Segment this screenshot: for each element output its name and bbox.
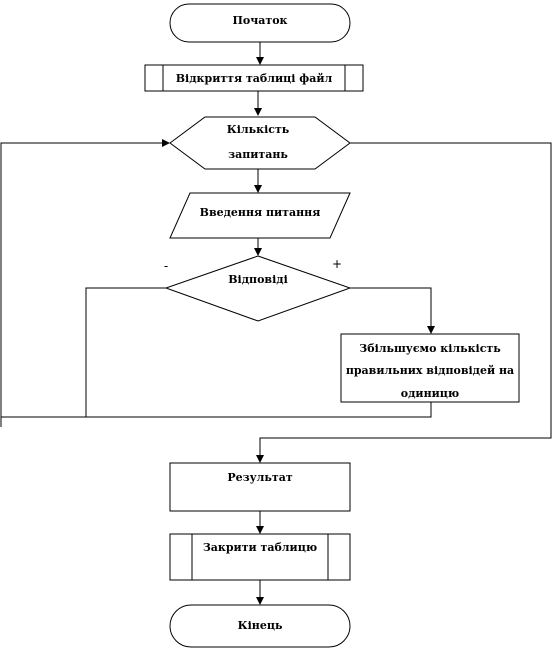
close-table-label: Закрити таблицю: [203, 541, 317, 554]
input-question-label: Введення питання: [200, 206, 321, 219]
answers-decision-node: Відповіді: [164, 255, 352, 322]
increase-correct-line2: правильних відповідей на: [346, 364, 514, 377]
increase-correct-line3: одиницю: [401, 387, 459, 400]
connector-no-branch: [85, 287, 166, 417]
increase-correct-node: Збільшуємо кількість правильних відповід…: [340, 333, 520, 403]
open-table-node: Відкриття таблиці файл: [144, 64, 364, 92]
result-node: Результат: [169, 462, 351, 512]
connector-yes-branch: [350, 287, 435, 334]
branch-no-label: -: [164, 259, 168, 273]
connector-yes-merge: [1, 402, 432, 418]
result-label: Результат: [227, 471, 292, 484]
connector-loop-exit: [256, 142, 552, 463]
end-label: Кінець: [238, 619, 283, 632]
question-count-label-line2: запитань: [228, 148, 288, 161]
question-count-label-line1: Кількість: [227, 123, 290, 136]
start-label: Початок: [233, 14, 288, 27]
answers-label: Відповіді: [228, 273, 288, 286]
start-node: Початок: [169, 3, 351, 43]
open-table-label: Відкриття таблиці файл: [176, 72, 333, 85]
end-node: Кінець: [169, 604, 351, 648]
increase-correct-line1: Збільшуємо кількість: [359, 342, 501, 355]
close-table-node: Закрити таблицю: [169, 533, 351, 581]
input-question-node: Введення питання: [169, 192, 351, 239]
connector-loop-back: [0, 139, 170, 427]
branch-yes-label: +: [332, 257, 342, 271]
question-count-loop-node: Кількість запитань: [169, 116, 351, 170]
